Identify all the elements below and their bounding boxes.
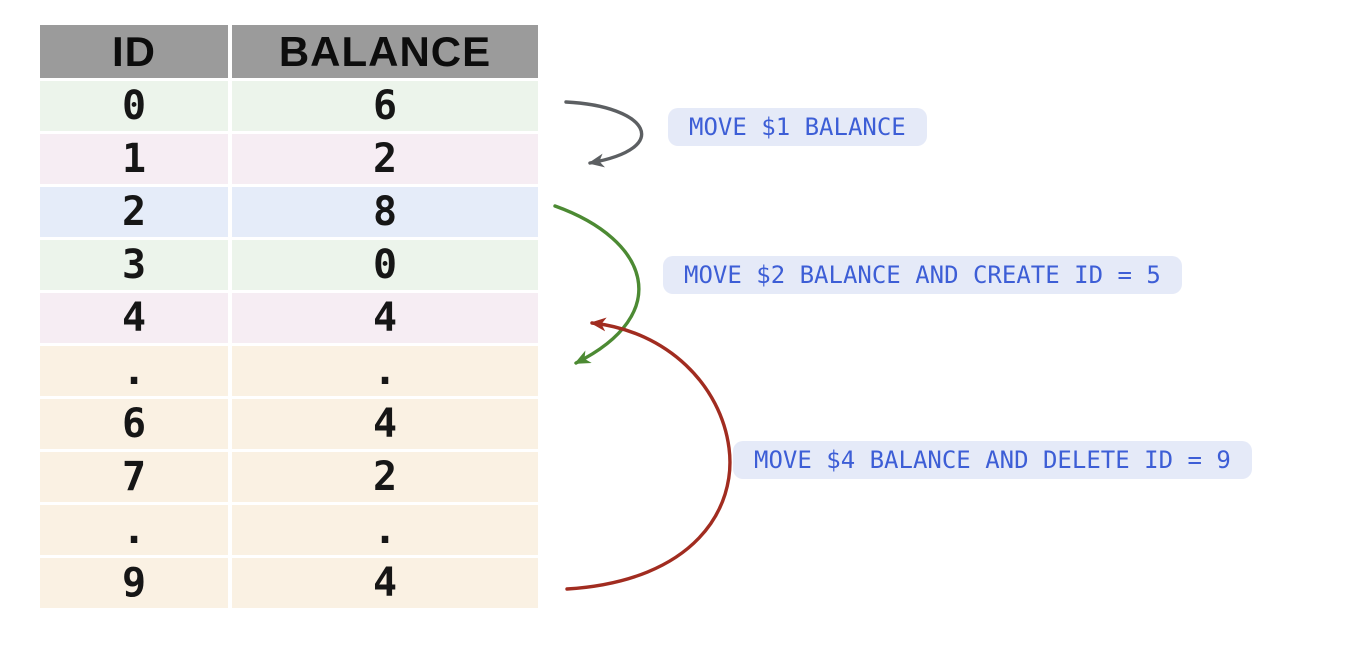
balance-cell: .: [232, 346, 538, 396]
table-row-ellipsis-top: . .: [40, 346, 538, 396]
balance-cell: 2: [232, 452, 538, 502]
balance-cell: 4: [232, 399, 538, 449]
move-2-arrow: [553, 204, 641, 365]
balance-cell: 4: [232, 293, 538, 343]
id-cell: .: [40, 505, 228, 555]
balance-cell: .: [232, 505, 538, 555]
table-row-7: 7 2: [40, 452, 538, 502]
table-row-4: 4 4: [40, 293, 538, 343]
id-cell: 3: [40, 240, 228, 290]
balance-cell: 2: [232, 134, 538, 184]
id-cell: 4: [40, 293, 228, 343]
balance-cell: 8: [232, 187, 538, 237]
id-cell: 6: [40, 399, 228, 449]
table-header-row: ID BALANCE: [40, 25, 538, 78]
id-cell: 2: [40, 187, 228, 237]
table-row-3: 3 0: [40, 240, 538, 290]
id-cell: 0: [40, 81, 228, 131]
column-header-balance: BALANCE: [232, 25, 538, 78]
table-row-9: 9 4: [40, 558, 538, 608]
column-header-id: ID: [40, 25, 228, 78]
balance-table: ID BALANCE 0 6 1 2 2 8 3 0 4 4 . . 6 4: [40, 25, 538, 608]
table-row-1: 1 2: [40, 134, 538, 184]
balance-cell: 0: [232, 240, 538, 290]
table-row-6: 6 4: [40, 399, 538, 449]
balance-cell: 4: [232, 558, 538, 608]
id-cell: 9: [40, 558, 228, 608]
id-cell: 1: [40, 134, 228, 184]
table-row-2: 2 8: [40, 187, 538, 237]
annotation-move-1-balance: MOVE $1 BALANCE: [668, 108, 927, 146]
balance-cell: 6: [232, 81, 538, 131]
annotation-move-4-balance-delete: MOVE $4 BALANCE AND DELETE ID = 9: [733, 441, 1252, 479]
annotation-move-2-balance-create: MOVE $2 BALANCE AND CREATE ID = 5: [663, 256, 1182, 294]
id-cell: 7: [40, 452, 228, 502]
table-row-0: 0 6: [40, 81, 538, 131]
table-row-ellipsis-bottom: . .: [40, 505, 538, 555]
move-4-arrow: [565, 317, 732, 591]
id-cell: .: [40, 346, 228, 396]
move-1-arrow: [564, 100, 644, 168]
